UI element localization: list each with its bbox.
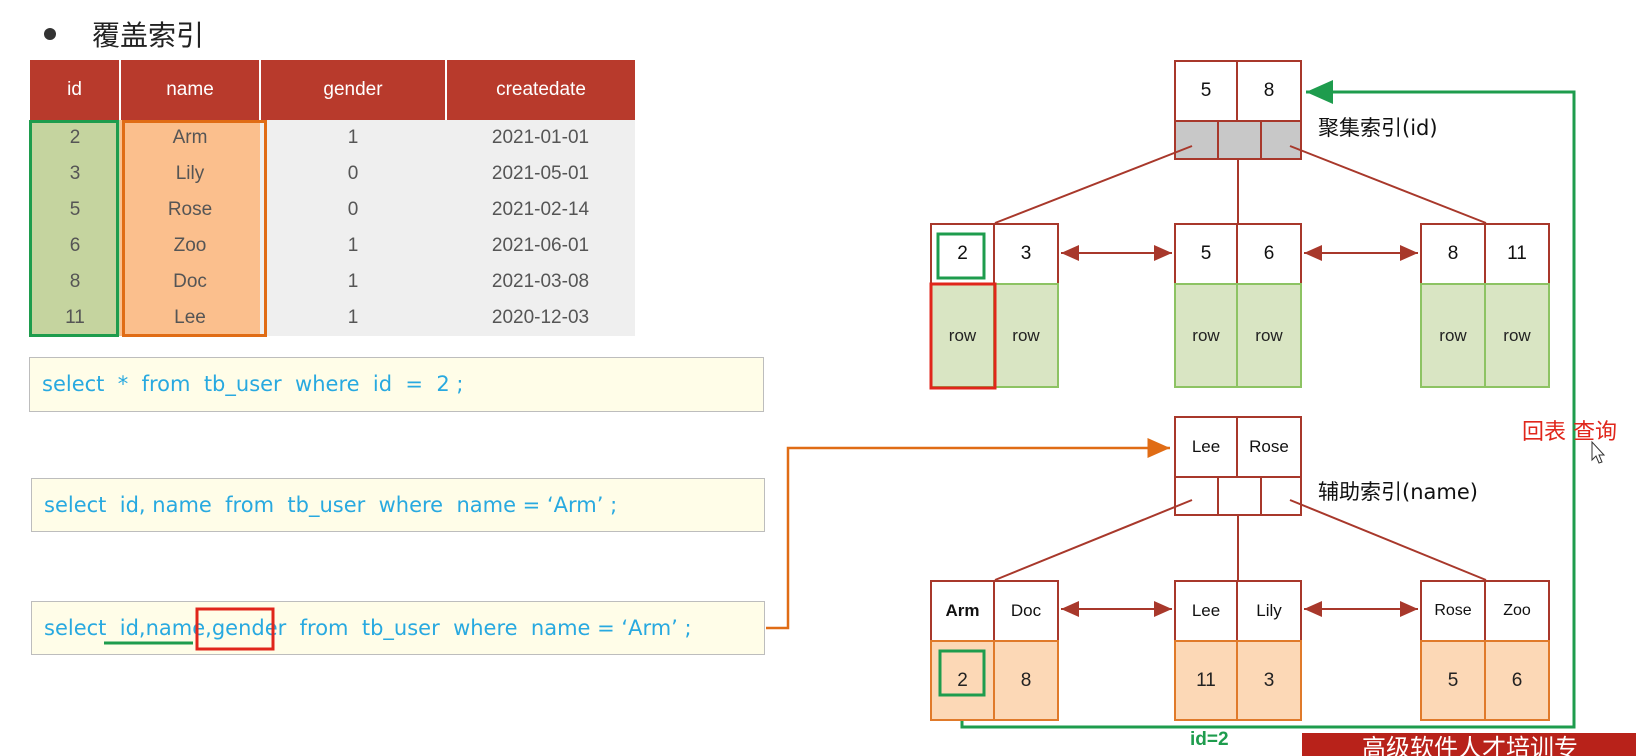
secondary-leaf-id: 5 — [1420, 640, 1486, 721]
sql3-select: select — [44, 616, 114, 640]
secondary-leaf-key: Arm — [930, 580, 995, 642]
sql-query-1: select * from tb_user where id = 2 ; — [29, 357, 764, 412]
cell-id: 3 — [30, 156, 120, 192]
name-column-highlight — [122, 120, 267, 337]
query-to-secondary-arrow — [766, 438, 1170, 630]
clustered-leaf-key: 6 — [1236, 223, 1302, 285]
header-id: id — [30, 60, 121, 120]
header-createdate: createdate — [446, 60, 635, 120]
clustered-leaf-row: row — [1174, 283, 1238, 388]
cell-createdate: 2020-12-03 — [446, 300, 635, 336]
id-equals-label: id=2 — [1190, 729, 1229, 750]
cell-id: 5 — [30, 192, 120, 228]
clustered-tree-edges — [994, 145, 1487, 224]
footer-banner: 高级软件人才培训专 — [1302, 733, 1636, 756]
key-2-highlight — [936, 232, 986, 280]
header-gender: gender — [260, 60, 447, 120]
cell-gender: 0 — [260, 192, 446, 228]
clustered-root-pointer — [1217, 120, 1262, 160]
cell-createdate: 2021-05-01 — [446, 156, 635, 192]
secondary-index-label: 辅助索引(name) — [1318, 480, 1478, 504]
clustered-leaf-row: row — [1484, 283, 1550, 388]
secondary-leaf-id: 8 — [993, 640, 1059, 721]
cell-createdate: 2021-06-01 — [446, 228, 635, 264]
cell-gender: 1 — [260, 120, 446, 156]
cell-gender: 1 — [260, 228, 446, 264]
cell-name: Arm — [120, 120, 260, 156]
cell-createdate: 2021-03-08 — [446, 264, 635, 300]
clustered-leaf-key: 11 — [1484, 223, 1550, 285]
sql-query-2: select id, name from tb_user where name … — [31, 478, 765, 532]
secondary-root-key: Rose — [1236, 416, 1302, 478]
cell-gender: 1 — [260, 300, 446, 336]
cell-name: Rose — [120, 192, 260, 228]
cell-id: 11 — [30, 300, 120, 336]
id-2-highlight — [938, 649, 986, 697]
table-header-row: id name gender createdate — [30, 60, 635, 120]
secondary-leaf-id: 11 — [1174, 640, 1238, 721]
secondary-leaf-id: 3 — [1236, 640, 1302, 721]
cell-id: 6 — [30, 228, 120, 264]
sql3-rest: from tb_user where name = ‘Arm’ ; — [286, 616, 692, 640]
clustered-root-pointer — [1260, 120, 1302, 160]
cell-createdate: 2021-02-14 — [446, 192, 635, 228]
lookup-arrow — [960, 80, 1576, 729]
cell-id: 2 — [30, 120, 120, 156]
bullet-icon — [44, 28, 56, 40]
clustered-index-label: 聚集索引(id) — [1318, 116, 1438, 140]
clustered-leaf-key: 5 — [1174, 223, 1238, 285]
secondary-root-pointer — [1260, 476, 1302, 516]
sql-query-3: select id,name,gender from tb_user where… — [31, 601, 765, 655]
secondary-leaf-key: Doc — [993, 580, 1059, 642]
secondary-leaf-key: Lily — [1236, 580, 1302, 642]
cell-name: Lily — [120, 156, 260, 192]
page-title: 覆盖索引 — [92, 19, 205, 52]
header-name: name — [120, 60, 261, 120]
cursor-icon — [1591, 440, 1606, 464]
cell-name: Doc — [120, 264, 260, 300]
lookup-label: 回表 查询 — [1522, 420, 1617, 445]
clustered-leaf-row: row — [1420, 283, 1486, 388]
cell-gender: 1 — [260, 264, 446, 300]
cell-name: Zoo — [120, 228, 260, 264]
gender-highlight — [195, 607, 275, 651]
secondary-tree-edges — [994, 499, 1487, 581]
clustered-leaf-row: row — [1236, 283, 1302, 388]
cell-gender: 0 — [260, 156, 446, 192]
secondary-leaf-key: Zoo — [1484, 580, 1550, 642]
cell-name: Lee — [120, 300, 260, 336]
row-highlight — [929, 282, 997, 390]
id-column-highlight — [29, 120, 119, 337]
secondary-leaf-id: 6 — [1484, 640, 1550, 721]
cell-createdate: 2021-01-01 — [446, 120, 635, 156]
cell-id: 8 — [30, 264, 120, 300]
secondary-leaf-key: Lee — [1174, 580, 1238, 642]
